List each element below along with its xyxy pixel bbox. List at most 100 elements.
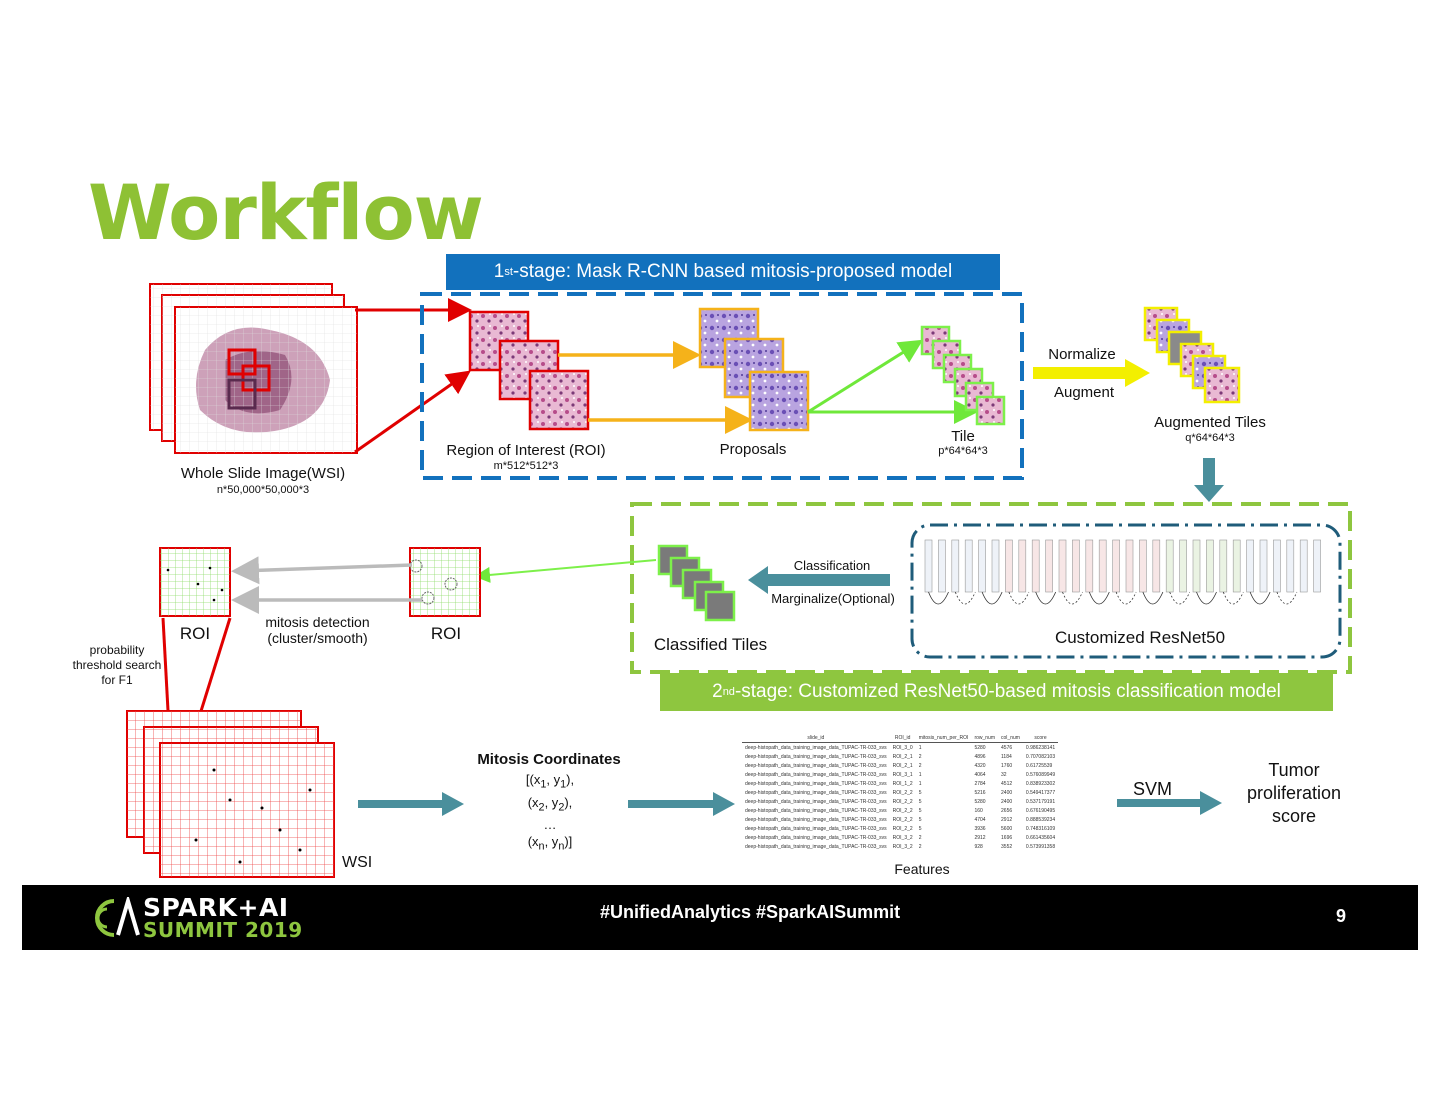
table-row: deep-histopath_data_training_image_data_… <box>742 842 1058 851</box>
resnet-layer <box>964 539 973 593</box>
table-cell: 3936 <box>974 825 986 832</box>
resnet-skip-connection <box>981 591 1003 605</box>
table-cell: ROI_2_2 <box>892 825 913 832</box>
augment-label: Augment <box>1053 384 1115 401</box>
table-cell: ROI_3_0 <box>892 744 913 751</box>
table-row: deep-histopath_data_training_image_data_… <box>742 833 1058 842</box>
marginalize-label: Marginalize(Optional) <box>771 591 895 606</box>
table-cell: 1696 <box>1001 834 1013 841</box>
mitosis-detection-label: mitosis detection(cluster/smooth) <box>265 614 370 646</box>
table-cell: 2 <box>918 753 922 760</box>
proposal-to-tile-arrow-1 <box>807 339 924 414</box>
features-label: Features <box>894 861 950 877</box>
resnet-layer <box>1192 539 1201 593</box>
resnet-layer <box>1259 539 1268 593</box>
wsi-dimension: n*50,000*50,000*3 <box>216 484 310 496</box>
resnet-layer <box>1085 539 1094 593</box>
wsi-bottom-stack <box>126 710 335 878</box>
table-cell: deep-histopath_data_training_image_data_… <box>745 762 887 769</box>
resnet-skip-connection <box>1062 591 1083 605</box>
table-cell: 5 <box>918 816 922 823</box>
augmented-tiles-dimension: q*64*64*3 <box>1185 432 1235 444</box>
table-cell: ROI_2_2 <box>892 807 913 814</box>
table-cell: 0.661435604 <box>1025 834 1056 841</box>
features-header-cell: ROI_id <box>889 733 916 743</box>
table-cell: 0.676190495 <box>1025 807 1056 814</box>
roi-left-image <box>159 547 231 617</box>
wsi-to-coords-arrow <box>358 792 464 816</box>
resnet-layer <box>1179 539 1187 593</box>
table-cell: deep-histopath_data_training_image_data_… <box>745 843 887 850</box>
resnet-layer <box>1018 539 1027 593</box>
stage1-box <box>420 292 1024 480</box>
wsi-bottom-label: WSI <box>342 854 373 871</box>
table-cell: 1184 <box>1001 753 1012 760</box>
resnet-skip-connection <box>1222 591 1244 605</box>
table-cell: deep-histopath_data_training_image_data_… <box>745 825 887 832</box>
resnet-layer <box>1045 539 1053 593</box>
resnet-skip-connection <box>1115 591 1137 605</box>
roi-left-label: ROI <box>179 624 211 643</box>
table-cell: 5 <box>918 789 922 796</box>
table-cell: 3552 <box>1001 843 1013 850</box>
table-cell: 2656 <box>1001 807 1013 814</box>
resnet-skip-connection <box>1142 591 1164 605</box>
table-cell: 2912 <box>974 834 986 841</box>
table-cell: ROI_3_2 <box>892 834 913 841</box>
roi-right-label: ROI <box>430 624 462 643</box>
table-cell: 1 <box>918 744 922 751</box>
table-cell: 5280 <box>974 744 986 751</box>
resnet-layer <box>1005 539 1013 593</box>
table-cell: 0.838923302 <box>1025 780 1056 787</box>
tile-label: Tile <box>951 428 975 445</box>
resnet-layer <box>1206 539 1214 593</box>
resnet-layer <box>938 539 946 593</box>
page-number: 9 <box>1336 906 1347 926</box>
table-row: deep-histopath_data_training_image_data_… <box>742 788 1058 797</box>
resnet-layer <box>1098 539 1107 593</box>
wsi-to-roi-arrow-bottom <box>354 370 471 454</box>
logo-line2: SUMMIT 2019 <box>143 918 303 942</box>
resnet-skip-connection <box>1035 591 1057 605</box>
roi-dimension: m*512*512*3 <box>493 460 559 472</box>
table-cell: 160 <box>974 807 983 814</box>
mitosis-coordinates-title: Mitosis Coordinates <box>477 751 621 768</box>
table-cell: deep-histopath_data_training_image_data_… <box>745 744 887 751</box>
roi-to-roi-arrow-1 <box>231 556 413 585</box>
coordinate-line-1: [(x1, y1), <box>525 772 575 791</box>
table-cell: ROI_1_2 <box>892 780 913 787</box>
table-cell: deep-histopath_data_training_image_data_… <box>745 816 887 823</box>
table-cell: 5216 <box>974 789 986 796</box>
table-row: deep-histopath_data_training_image_data_… <box>742 797 1058 806</box>
features-header-cell: row_num <box>971 733 999 743</box>
features-to-svm-arrow <box>1117 791 1222 815</box>
tile-dimension: p*64*64*3 <box>938 445 988 457</box>
resnet-layer <box>1152 539 1161 593</box>
slide-title: Workflow <box>88 168 484 257</box>
table-cell: 0.986238141 <box>1025 744 1056 751</box>
proposals-label: Proposals <box>719 441 787 458</box>
table-row: deep-histopath_data_training_image_data_… <box>742 815 1058 824</box>
svm-label: SVM <box>1133 779 1173 799</box>
resnet-layer <box>1232 539 1241 593</box>
coordinate-line-3: … <box>543 817 557 833</box>
table-cell: 5 <box>918 825 922 832</box>
table-cell: deep-histopath_data_training_image_data_… <box>745 834 887 841</box>
table-row: deep-histopath_data_training_image_data_… <box>742 779 1058 788</box>
features-header-cell: col_num <box>998 733 1023 743</box>
tile-stack <box>920 325 1006 426</box>
resnet-skip-connection <box>1008 591 1030 605</box>
features-header-cell: mitosis_num_per_ROI <box>915 733 972 743</box>
resnet-layer <box>951 539 960 593</box>
table-cell: 4064 <box>974 771 986 778</box>
table-cell: ROI_2_1 <box>892 753 913 760</box>
resnet-skip-connection <box>928 591 949 605</box>
table-cell: ROI_3_1 <box>892 771 913 778</box>
coords-to-features-arrow <box>628 792 735 816</box>
table-row: deep-histopath_data_training_image_data_… <box>742 806 1058 815</box>
resnet-skip-connection <box>1196 591 1217 605</box>
